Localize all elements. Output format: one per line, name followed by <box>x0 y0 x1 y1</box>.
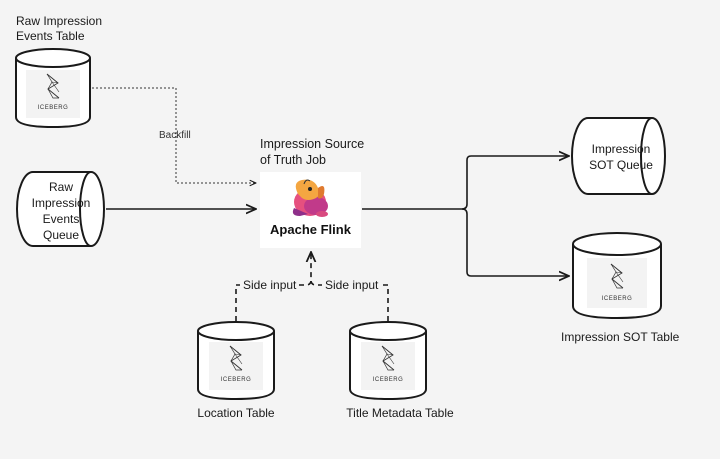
raw-queue-label: Raw Impression Events Queue <box>16 179 106 243</box>
iceberg-logo-text: ICEBERG <box>38 105 69 111</box>
location-table[interactable]: ICEBERG <box>197 321 275 401</box>
side-input-label-left: Side input <box>240 278 300 293</box>
flink-squirrel-icon <box>292 179 328 217</box>
iceberg-logo-text: ICEBERG <box>221 377 252 383</box>
side-input-label-right: Side input <box>322 278 382 293</box>
raw-impression-events-table[interactable]: ICEBERG <box>15 48 91 129</box>
apache-flink-node[interactable]: Apache Flink <box>260 172 361 248</box>
raw-queue-line3: Events <box>42 212 80 226</box>
raw-queue-line4: Queue <box>42 228 80 242</box>
iceberg-logo-text: ICEBERG <box>602 296 633 302</box>
backfill-edge <box>92 87 256 183</box>
sot-queue-line1: Impression <box>591 142 651 156</box>
raw-queue-line2: Impression <box>31 196 91 210</box>
impression-sot-queue[interactable] <box>571 117 666 195</box>
location-table-label: Location Table <box>197 406 275 420</box>
side-input-location-edge <box>235 252 311 321</box>
job-to-sot-table-edge <box>461 208 569 276</box>
title-table-label: Title Metadata Table <box>346 406 454 420</box>
raw-table-label-line2: Events Table <box>16 29 85 43</box>
raw-impression-events-queue[interactable] <box>16 171 105 247</box>
raw-queue-line1: Raw <box>48 180 73 194</box>
sot-table-label: Impression SOT Table <box>561 330 680 344</box>
sot-queue-line2: SOT Queue <box>589 158 653 172</box>
impression-sot-table[interactable]: ICEBERG <box>572 232 662 320</box>
job-to-split-edge <box>362 156 569 210</box>
backfill-label: Backfill <box>159 130 191 141</box>
raw-table-label: Raw Impression Events Table <box>16 14 102 44</box>
flink-name: Apache Flink <box>270 222 351 237</box>
sot-queue-label: Impression SOT Queue <box>577 141 665 173</box>
job-title-line2: of Truth Job <box>260 153 327 167</box>
raw-table-label-line1: Raw Impression <box>16 14 103 28</box>
job-title: Impression Source of Truth Job <box>260 136 364 168</box>
iceberg-logo-text: ICEBERG <box>373 377 404 383</box>
title-metadata-table[interactable]: ICEBERG <box>349 321 427 401</box>
job-title-line1: Impression Source <box>260 137 365 151</box>
side-input-title-edge <box>310 279 389 321</box>
